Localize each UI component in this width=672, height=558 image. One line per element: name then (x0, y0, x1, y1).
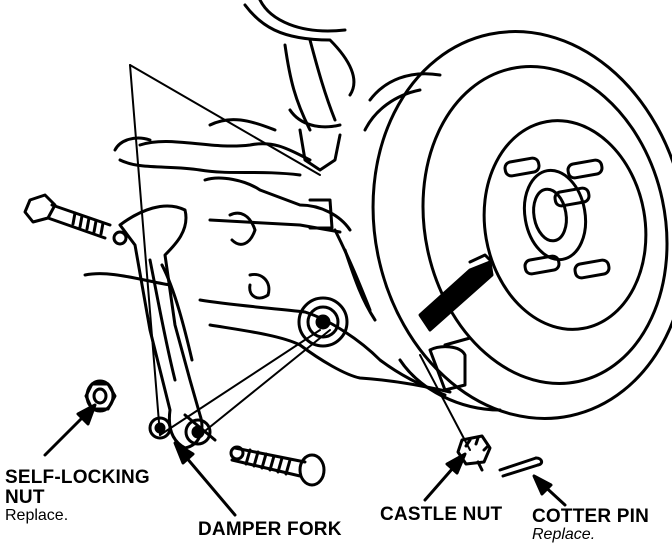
cotter-pin-label: COTTER PIN Replace. (532, 507, 649, 544)
damper-fork-label: DAMPER FORK (198, 519, 342, 540)
castle-nut-part (456, 434, 492, 472)
self-locking-nut-title: SELF-LOCKING (5, 467, 150, 488)
knuckle (203, 176, 377, 322)
strut-assembly (113, 0, 356, 177)
upper-bolt (23, 193, 128, 246)
pointer-arrows (43, 403, 567, 517)
brake-hose-bracket (418, 253, 494, 332)
wheel-studs (503, 156, 611, 280)
self-locking-nut-title-line2: NUT (5, 486, 45, 508)
damper-fork (118, 204, 217, 450)
castle-nut-label: CASTLE NUT (380, 504, 503, 525)
cotter-pin-note: Replace. (532, 525, 596, 543)
brake-disc (363, 30, 672, 420)
self-locking-nut (84, 379, 117, 413)
cotter-pin-title: COTTER PIN (532, 506, 650, 527)
self-locking-nut-note: Replace. (5, 506, 69, 524)
self-locking-nut-label: SELF-LOCKING NUT Replace. (5, 468, 150, 525)
lower-arm (83, 272, 472, 397)
reference-lines (129, 64, 471, 451)
cotter-pin-part (498, 456, 544, 478)
lower-bolt (229, 445, 326, 487)
